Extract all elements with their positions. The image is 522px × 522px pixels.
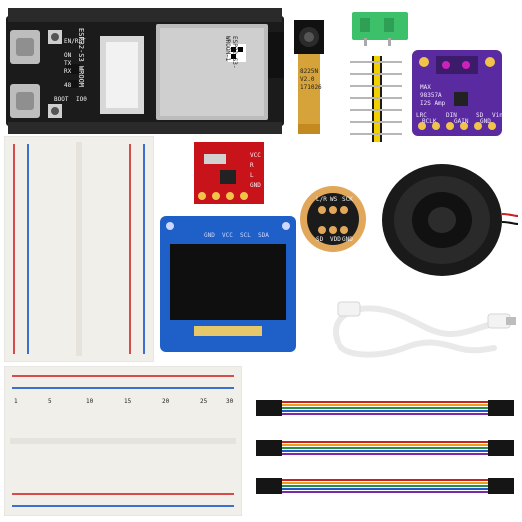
amp-pin-gain: GAIN [454,118,469,125]
amp-pin-bclk: BCLK [422,118,437,125]
silk-tx: TX [64,60,72,67]
usb-cable [318,286,516,362]
amp-label-top: MAX [420,84,431,91]
amp-label-mid: 98357A [420,92,442,99]
jumper-bundle-1 [256,400,514,416]
oled-pin-vcc: VCC [222,232,233,239]
camera-label-1: 8225N [300,68,319,75]
max98357a-amp-board: MAX 98357A I2S Amp LRC BCLK DIN GAIN SD … [410,48,504,138]
amp-pin-sd: SD [476,112,484,119]
speaker [380,160,519,280]
jumper-wire-bundles [250,392,518,518]
mic-label-gnd: GND [342,236,353,243]
bb-num-15: 15 [124,398,132,405]
terminal-block [350,8,410,46]
esp32-s3-board: EN/RST ON TX RX 48 BOOT IO0 ESP32-S3 WRO… [6,8,284,134]
amp-pin-din: DIN [446,112,457,119]
amp-pin-gnd: GND [480,118,491,125]
micro-usb-red-module: VCC R L GND [194,142,264,204]
camera-label-2: V2.0 [300,76,315,83]
camera-module: 8225N V2.0 171026 [288,20,332,134]
mic-label-sck: SCK [342,196,353,203]
silk-rx: RX [64,68,72,75]
usb-pin-r: R [250,162,254,169]
oled-pin-scl: SCL [240,232,251,239]
oled-pin-gnd: GND [204,232,215,239]
usb-pin-vcc: VCC [250,152,261,159]
bb-num-10: 10 [86,398,94,405]
silk-en-rst: EN/RST [64,38,86,45]
bb-num-25: 25 [200,398,208,405]
silk-module-label: ESP32-S3-WROOM-1 [224,36,238,69]
silk-boot: BOOT [54,96,69,103]
mic-label-lr: L/R [316,196,327,203]
silk-board-name: ESP32-S3 WROOM [77,28,85,88]
silk-48: 48 [64,82,72,89]
camera-label-3: 171026 [300,84,322,91]
esp32-board-svg [6,8,284,134]
silk-io0: IO0 [76,96,87,103]
mic-label-sd: SD [316,236,324,243]
i2s-microphone-module: L/R WS SCK SD VDD GND [298,184,368,254]
silk-on: ON [64,52,72,59]
bb-num-20: 20 [162,398,170,405]
usb-pin-gnd: GND [250,182,261,189]
jumper-bundle-2 [256,440,514,456]
bb-num-5: 5 [48,398,52,405]
header-pins [348,56,404,142]
breadboard-horizontal: 1 5 10 15 20 25 30 [3,365,243,517]
mic-label-vdd: VDD [330,236,341,243]
amp-pin-vin: Vin [492,112,503,119]
amp-pin-lrc: LRC [416,112,427,119]
usb-pin-l: L [250,172,254,179]
oled-display-module: GND VCC SCL SDA [160,216,296,352]
oled-pin-sda: SDA [258,232,269,239]
amp-label-sub: I2S Amp [420,100,446,107]
bb-num-1: 1 [14,398,18,405]
bb-num-30: 30 [226,398,234,405]
mic-label-ws: WS [330,196,338,203]
jumper-bundle-3 [256,478,514,494]
breadboard-vertical [3,135,155,363]
